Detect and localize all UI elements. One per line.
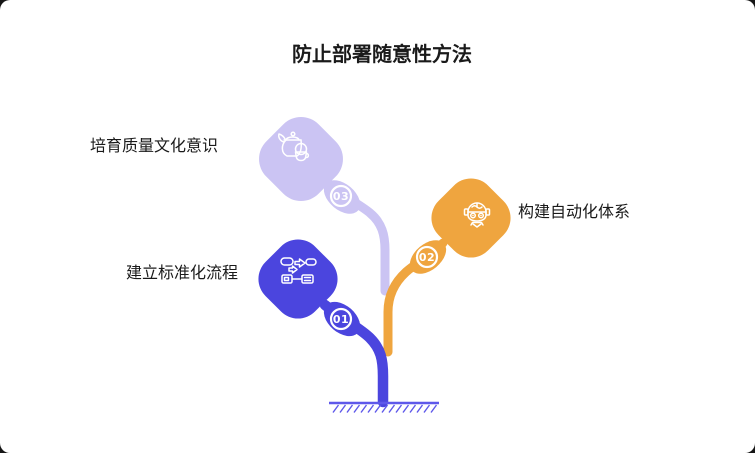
branch-03: 03 [259,117,390,296]
leaf-shape [431,178,511,258]
badge-ring [329,184,353,208]
branch-02: 02 [383,178,511,357]
flowchart-icon [280,257,317,284]
branch-label: 构建自动化体系 [518,202,630,221]
ground-hatching [332,404,438,413]
badge-number: 01 [333,313,349,326]
badge-number: 02 [419,251,435,264]
badge-ring [415,245,439,269]
badge-number: 03 [333,190,349,203]
branch-label: 培育质量文化意识 [90,136,218,155]
branch-01: 01 [258,239,389,408]
teapot-icon [278,131,310,162]
branch-label: 建立标准化流程 [126,263,238,282]
diagram-title: 防止部署随意性方法 [292,42,472,66]
robot-icon [463,202,491,228]
badge-ring [329,307,353,331]
ground [329,401,439,413]
